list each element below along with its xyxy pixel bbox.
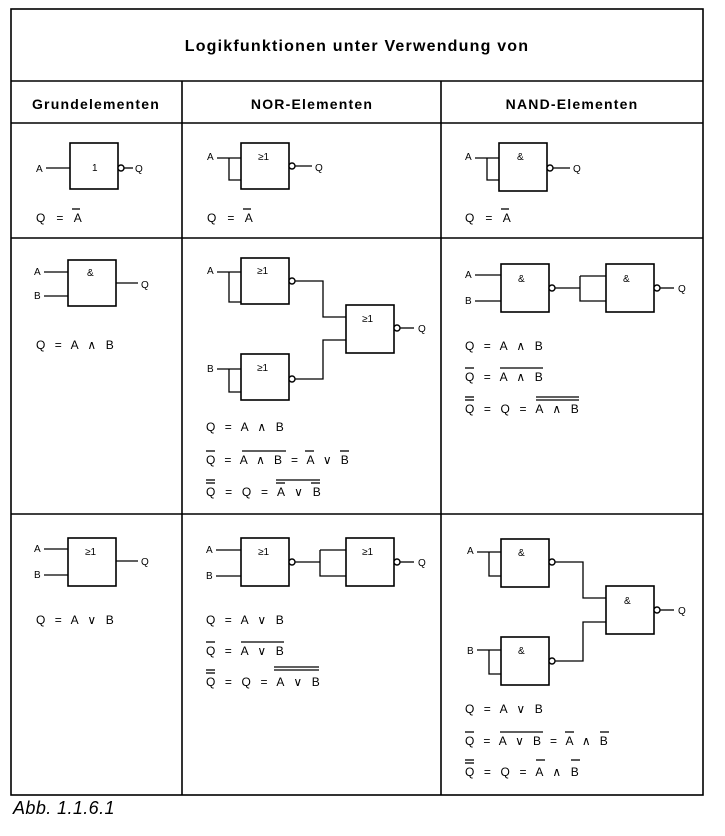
- equations-and-nand: Q = A ∧ B Q = A ∧ B Q = Q = A ∧ B: [465, 339, 579, 416]
- equations-or-nor: Q = A ∨ B Q = A ∨ B Q = Q = A ∨ B: [206, 613, 320, 689]
- pin-label-a: A: [207, 266, 214, 277]
- pin-label-b: B: [467, 646, 474, 657]
- header-nor-elementen: NOR-Elementen: [251, 96, 373, 112]
- or-gate-basic: A B ≥1 Q: [34, 537, 149, 587]
- gate-symbol-and: &: [518, 646, 525, 657]
- pin-label-q: Q: [141, 280, 149, 291]
- and-gate-basic: A B & Q: [34, 259, 149, 307]
- pin-label-q: Q: [141, 557, 149, 568]
- pin-label-b: B: [34, 291, 41, 302]
- not-gate-from-nand: A & Q: [465, 142, 581, 192]
- table-grid: [10, 8, 704, 796]
- pin-label-a: A: [207, 152, 214, 163]
- gate-symbol-or: ≥1: [362, 547, 373, 558]
- gate-symbol-or: ≥1: [258, 547, 269, 558]
- pin-label-a: A: [34, 267, 41, 278]
- pin-label-a: A: [465, 270, 472, 281]
- equation-not-basic: Q = A: [36, 208, 82, 225]
- equation-line: Q = A ∨ B: [36, 613, 114, 627]
- pin-label-q: Q: [135, 164, 143, 175]
- gate-symbol-or: ≥1: [362, 314, 373, 325]
- pin-label-q: Q: [418, 324, 426, 335]
- equation-not-nor: Q = A: [207, 208, 253, 225]
- pin-label-q: Q: [678, 284, 686, 295]
- gate-symbol-or: ≥1: [85, 547, 96, 558]
- pin-label-a: A: [206, 545, 213, 556]
- header-grundelementen: Grundelementen: [32, 96, 160, 112]
- and-circuit-from-nor: A ≥1 B ≥1 ≥1 Q: [207, 257, 426, 401]
- header-nand-elementen: NAND-Elementen: [506, 96, 639, 112]
- equation-line: Q = A ∧ B: [465, 339, 543, 353]
- or-circuit-from-nand: A & B & & Q: [467, 538, 686, 686]
- equation-and-basic: Q = A ∧ B: [36, 338, 114, 352]
- gate-symbol-and: &: [518, 548, 525, 559]
- pin-label-a: A: [36, 164, 43, 175]
- equation-line: Q = A ∧ B: [206, 420, 284, 434]
- pin-label-q: Q: [418, 558, 426, 569]
- and-circuit-from-nand: A B & & Q: [465, 263, 686, 313]
- equation-line: Q = A ∨ B: [465, 702, 543, 716]
- pin-label-b: B: [206, 571, 213, 582]
- pin-label-q: Q: [573, 164, 581, 175]
- gate-symbol-or: ≥1: [257, 363, 268, 374]
- equation-line: Q = A: [36, 211, 82, 225]
- gate-symbol-and: &: [518, 274, 525, 285]
- equation-line: Q = Q = A ∧ B: [465, 765, 579, 779]
- gate-symbol-and: &: [87, 268, 94, 279]
- pin-label-q: Q: [678, 606, 686, 617]
- equations-or-nand: Q = A ∨ B Q = A ∨ B = A ∧ B Q = Q = A ∧ …: [465, 702, 609, 779]
- pin-label-b: B: [465, 296, 472, 307]
- not-gate-basic: A 1 Q: [36, 142, 143, 190]
- pin-label-b: B: [34, 570, 41, 581]
- equation-line: Q = Q = A ∨ B: [206, 485, 321, 499]
- equation-line: Q = A ∧ B = A ∨ B: [206, 453, 349, 467]
- equation-line: Q = A ∧ B: [465, 370, 543, 384]
- equation-line: Q = A: [207, 211, 253, 225]
- equation-line: Q = Q = A ∨ B: [206, 675, 320, 689]
- equation-not-nand: Q = A: [465, 208, 511, 225]
- gate-symbol-and: &: [624, 596, 631, 607]
- gate-symbol-or: ≥1: [257, 266, 268, 277]
- equation-or-basic: Q = A ∨ B: [36, 613, 114, 627]
- pin-label-q: Q: [315, 163, 323, 174]
- or-circuit-from-nor: A B ≥1 ≥1 Q: [206, 537, 426, 587]
- pin-label-a: A: [465, 152, 472, 163]
- figure-caption: Abb. 1.1.6.1: [13, 798, 115, 818]
- gate-symbol-and: &: [517, 152, 524, 163]
- equation-line: Q = A ∧ B: [36, 338, 114, 352]
- equation-line: Q = A ∨ B: [206, 613, 284, 627]
- equation-line: Q = Q = A ∧ B: [465, 402, 579, 416]
- equation-line: Q = A ∨ B = A ∧ B: [465, 734, 608, 748]
- equation-line: Q = A ∨ B: [206, 644, 284, 658]
- table-title: Logikfunktionen unter Verwendung von: [185, 38, 530, 55]
- pin-label-b: B: [207, 364, 214, 375]
- equations-and-nor: Q = A ∧ B Q = A ∧ B = A ∨ B Q = Q = A ∨ …: [206, 420, 349, 499]
- gate-symbol-or: ≥1: [258, 152, 269, 163]
- gate-symbol-and: &: [623, 274, 630, 285]
- pin-label-a: A: [467, 546, 474, 557]
- pin-label-a: A: [34, 544, 41, 555]
- gate-symbol-1: 1: [92, 163, 98, 174]
- not-gate-from-nor: A ≥1 Q: [207, 142, 323, 190]
- equation-line: Q = A: [465, 211, 511, 225]
